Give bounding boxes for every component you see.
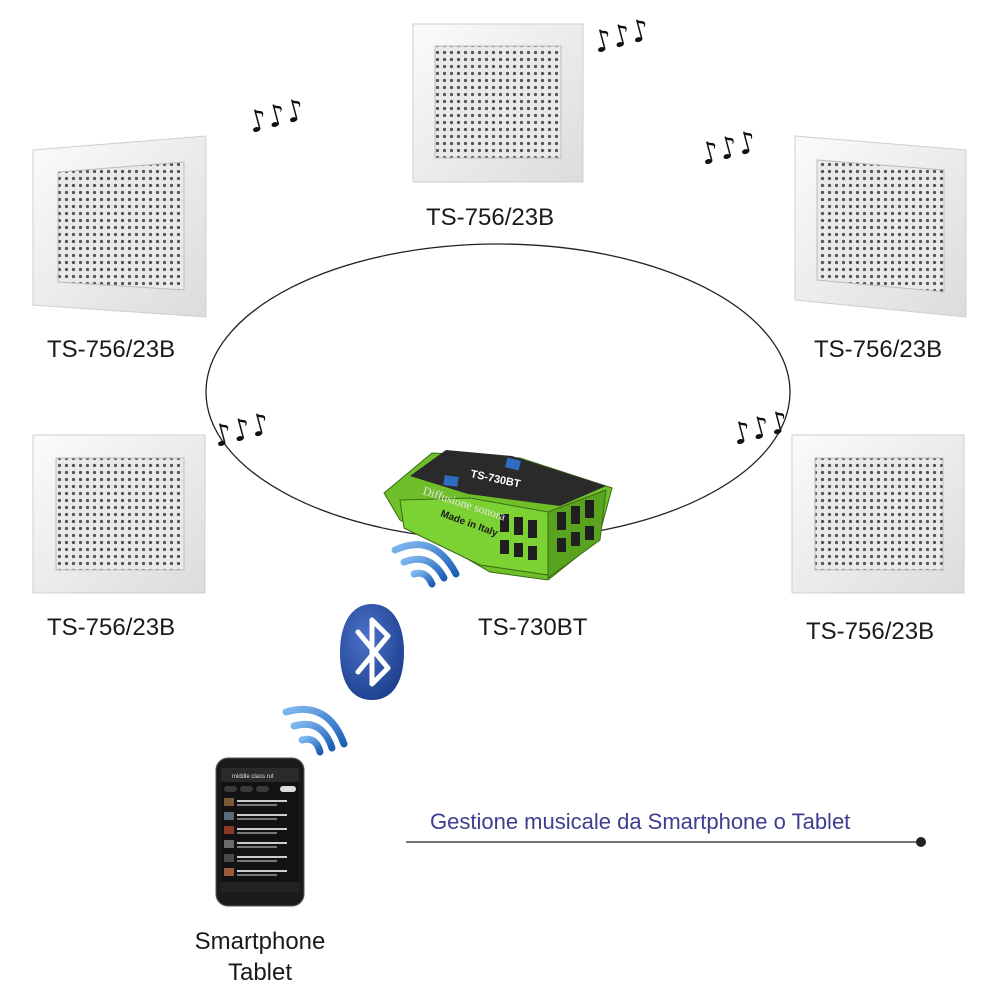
speaker-lower-right (791, 434, 965, 594)
phone-label-line1: Smartphone (194, 928, 326, 955)
phone-label-line2: Tablet (227, 959, 293, 986)
caption-line-dot (916, 837, 926, 847)
phone-label: Smartphone Tablet (170, 926, 350, 988)
wireless-waves-icon-phone (282, 705, 348, 756)
wireless-waves-icon-amplifier (391, 541, 460, 588)
speaker-label-upper-right: TS-756/23B (814, 336, 943, 363)
speaker-upper-left (32, 135, 207, 318)
caption-text: Gestione musicale da Smartphone o Tablet (430, 809, 851, 834)
speaker-upper-right (794, 135, 967, 318)
amplifier-device (383, 450, 613, 581)
speaker-label-lower-left: TS-756/23B (47, 614, 176, 641)
speaker-lower-left (32, 434, 206, 594)
amplifier-label: TS-730BT (478, 614, 588, 641)
bluetooth-icon (340, 604, 404, 700)
speaker-label-top: TS-756/23B (426, 204, 555, 231)
speaker-label-lower-right: TS-756/23B (806, 618, 935, 645)
speaker-top (412, 23, 584, 183)
phone-screen-title: middle class rut (232, 774, 274, 780)
speaker-label-upper-left: TS-756/23B (47, 336, 176, 363)
smartphone-device (215, 757, 305, 907)
